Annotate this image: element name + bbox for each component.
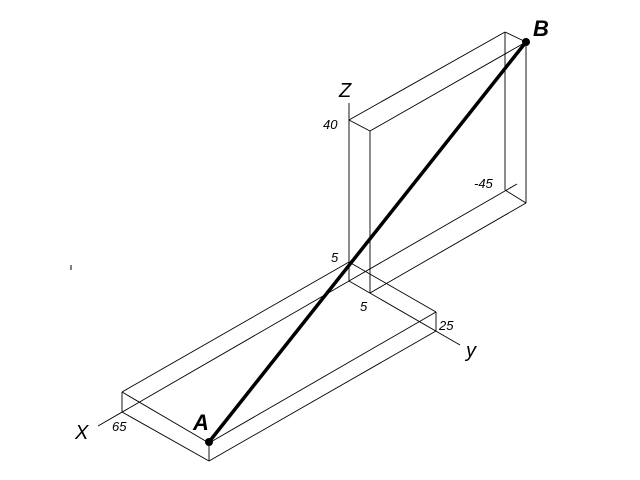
tick-y-minus-45: -45: [474, 176, 494, 191]
segment-ab: [207, 40, 528, 444]
y-axis-label: y: [464, 340, 477, 362]
point-a-label: A: [192, 410, 209, 435]
x-axis-label: X: [74, 422, 89, 444]
vertical-slab: [348, 31, 527, 294]
tick-x-65: 65: [112, 419, 127, 434]
axes: [97, 103, 518, 427]
y-negative-axis: [348, 183, 518, 282]
y-axis: [348, 280, 461, 346]
tick-y-5: 5: [360, 299, 368, 314]
point-b-marker: [522, 38, 530, 46]
point-a-marker: [205, 438, 213, 446]
z-axis-label: Z: [338, 80, 352, 102]
horizontal-slab: [121, 261, 437, 462]
tick-y-25: 25: [438, 318, 454, 333]
point-b-label: B: [533, 16, 549, 41]
tick-z-40: 40: [323, 117, 338, 132]
tick-z-5: 5: [331, 250, 339, 265]
x-axis: [97, 280, 350, 427]
